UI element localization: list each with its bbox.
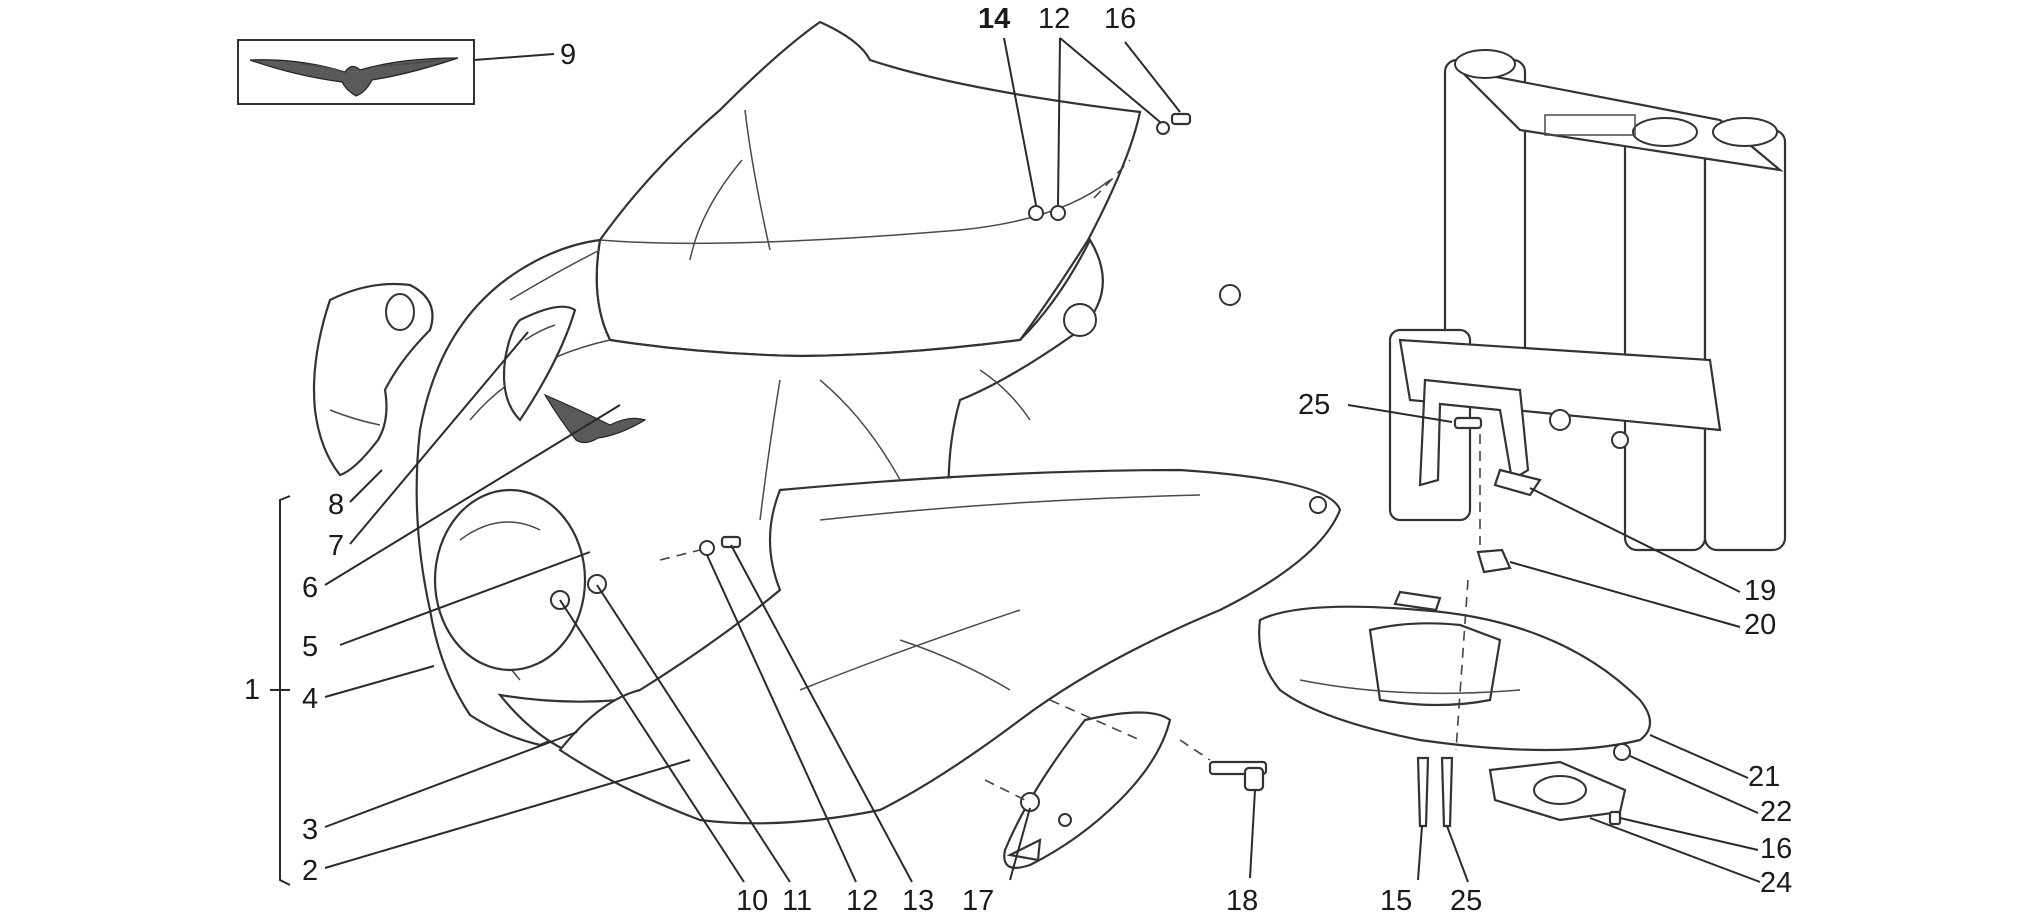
callout-12-top: 12 xyxy=(1038,3,1070,35)
leader-lines xyxy=(270,37,1761,886)
callout-18: 18 xyxy=(1226,885,1258,912)
fasteners xyxy=(699,112,1631,828)
callout-8: 8 xyxy=(328,489,344,521)
lower-fairing-panel xyxy=(558,468,1342,825)
callout-11: 11 xyxy=(782,885,812,912)
callout-14: 14 xyxy=(978,3,1010,35)
callout-4: 4 xyxy=(302,683,318,715)
callout-16-top: 16 xyxy=(1104,3,1136,35)
gasket-plate xyxy=(1488,760,1627,822)
callout-21: 21 xyxy=(1748,761,1780,793)
callout-9: 9 xyxy=(560,39,576,71)
mounting-bracket xyxy=(1418,378,1542,497)
callout-7: 7 xyxy=(328,530,344,562)
callout-10: 10 xyxy=(736,885,768,912)
callout-16-right: 16 xyxy=(1760,833,1792,865)
callout-20: 20 xyxy=(1744,609,1776,641)
callout-17: 17 xyxy=(962,885,994,912)
callout-24: 24 xyxy=(1760,867,1792,899)
eagle-emblem-decal xyxy=(237,39,475,105)
callout-3: 3 xyxy=(302,814,318,846)
belly-spoiler xyxy=(1003,711,1172,869)
assembly-guide-lines xyxy=(659,159,1481,801)
callout-12-bottom: 12 xyxy=(846,885,878,912)
callout-labels: 9 14 12 16 25 8 7 6 5 1 4 3 2 10 11 12 1… xyxy=(244,3,1792,912)
callout-6: 6 xyxy=(302,572,318,604)
front-fork-assembly xyxy=(1388,49,1787,552)
callout-2: 2 xyxy=(302,855,318,887)
callout-25-lower: 25 xyxy=(1450,885,1482,912)
callout-15: 15 xyxy=(1380,885,1412,912)
belly-tray xyxy=(1258,590,1652,752)
callout-19: 19 xyxy=(1744,575,1776,607)
callout-25-upper: 25 xyxy=(1298,389,1330,421)
callout-5: 5 xyxy=(302,631,318,663)
callout-1: 1 xyxy=(244,674,260,706)
callout-13: 13 xyxy=(902,885,934,912)
side-air-duct xyxy=(312,282,434,477)
callout-22: 22 xyxy=(1760,796,1792,828)
